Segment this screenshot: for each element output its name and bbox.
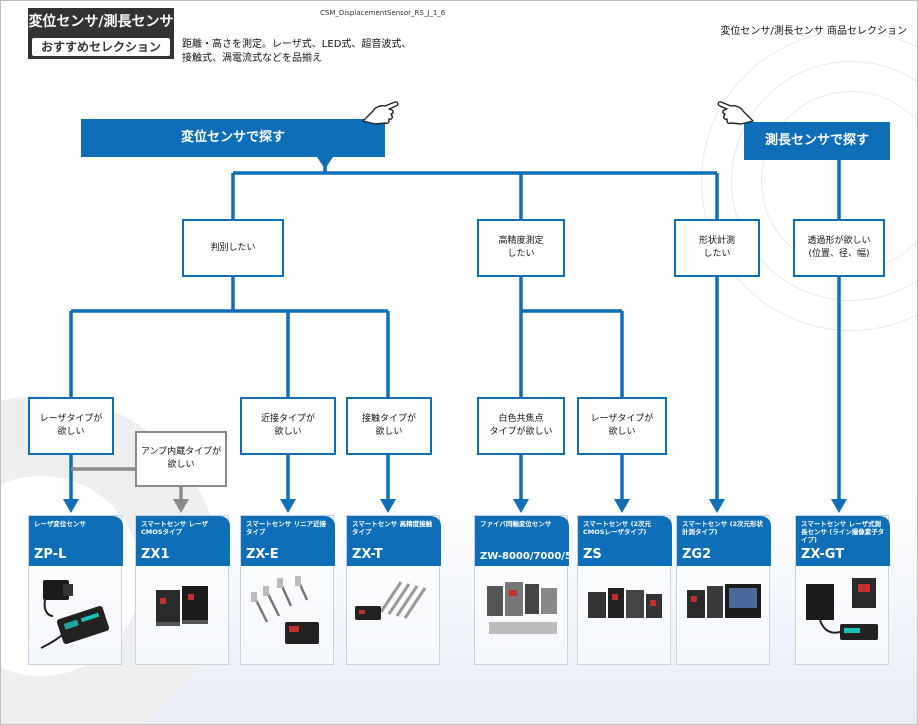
product-image [487,582,557,634]
card-header: スマートセンサ リニア近接タイプ ZX-E [241,516,335,566]
product-image [251,576,319,644]
node-label: アンプ内蔵タイプが [140,447,222,457]
product-card-zx-gt[interactable]: スマートセンサ レーザ式測長センサ (ライン撮像素子タイプ) ZX-GT [795,515,890,665]
product-image [40,580,110,649]
product-card-zx-e[interactable]: スマートセンサ リニア近接タイプ ZX-E [240,515,335,665]
product-category: スマートセンサ (2次元形状計測タイプ) [682,520,764,536]
node-label: したい [507,249,535,259]
product-card-zg2[interactable]: スマートセンサ (2次元形状計測タイプ) ZG2 [676,515,771,665]
product-card-zs[interactable]: スマートセンサ (2次元CMOSレーザタイプ) ZS [577,515,672,665]
node-proximity: 近接タイプが欲しい [240,397,336,455]
node-label: 欲しい [274,427,302,437]
intro-line: 接触式、渦電流式などを品揃え [182,53,322,64]
product-model: ZX-T [352,547,383,562]
product-card-zx-t[interactable]: スマートセンサ 高精度接触タイプ ZX-T [346,515,441,665]
node-shape-measurement: 形状計測したい [674,219,760,277]
node-white-confocal: 白色共焦点タイプが欲しい [477,397,565,455]
search-measuring-button[interactable]: 測長センサで探す [744,122,890,160]
product-category: スマートセンサ (2次元CMOSレーザタイプ) [583,520,652,536]
product-image [156,586,208,626]
product-category: スマートセンサ レーザ式測長センサ (ライン撮像素子タイプ) [801,520,885,544]
category-subtitle: おすすめセレクション [32,38,170,56]
node-laser-type: レーザタイプが欲しい [28,397,114,455]
product-model: ZX-GT [801,547,845,562]
node-contact: 接触タイプが欲しい [346,397,432,455]
node-discriminate: 判別したい [182,219,284,277]
node-label: 欲しい [57,427,85,437]
node-transmission: 透過形が欲しい (位置、径、幅) [793,219,885,277]
node-label: レーザタイプが [590,414,654,424]
node-label: レーザタイプが [39,414,103,424]
node-high-precision: 高精度測定したい [477,219,565,277]
card-header: レーザ変位センサ ZP-L [29,516,123,566]
node-label: したい [703,249,731,259]
product-model: ZS [583,547,602,562]
product-image [806,578,878,640]
product-card-zp-l[interactable]: レーザ変位センサ ZP-L [28,515,123,665]
product-model: ZW-8000/7000/5000 [480,551,593,562]
card-header: ファイバ同軸変位センサ ZW-8000/7000/5000 [475,516,593,566]
node-label: 判別したい [210,242,256,253]
node-label: 白色共焦点 [498,414,544,424]
node-label: 欲しい [608,427,636,437]
product-category: スマートセンサ レーザCMOSタイプ [141,520,208,536]
intro-text: 距離・高さを測定。レーザ式、LED式、超音波式、 接触式、渦電流式などを品揃え [182,38,442,66]
pointing-hand-icon [717,101,754,125]
product-model: ZX1 [141,547,170,562]
product-category: スマートセンサ リニア近接タイプ [246,520,327,536]
intro-line: 距離・高さを測定。レーザ式、LED式、超音波式、 [182,39,412,50]
node-label: 透過形が欲しい [807,236,871,246]
node-label: タイプが欲しい [489,427,553,437]
node-label: 欲しい [167,460,195,470]
pointing-hand-icon [362,101,399,125]
product-card-zx1[interactable]: スマートセンサ レーザCMOSタイプ ZX1 [135,515,230,665]
node-label: 近接タイプが [260,414,315,424]
product-image [687,584,761,618]
document-code: CSM_DisplacementSensor_RS_J_1_6 [320,9,446,17]
product-category: ファイバ同軸変位センサ [480,520,552,528]
product-model: ZX-E [246,547,279,562]
card-header: スマートセンサ (2次元CMOSレーザタイプ) ZS [578,516,672,566]
product-image [355,581,427,620]
category-title: 変位センサ/測長センサ [28,14,174,30]
card-header: スマートセンサ 高精度接触タイプ ZX-T [347,516,441,566]
category-tag: 変位センサ/測長センサ おすすめセレクション [28,8,174,59]
node-label: 形状計測 [698,236,735,246]
product-category: スマートセンサ 高精度接触タイプ [352,520,433,536]
product-model: ZG2 [682,547,712,562]
node-laser-type-2: レーザタイプが欲しい [577,397,667,455]
card-header: スマートセンサ レーザ式測長センサ (ライン撮像素子タイプ) ZX-GT [796,516,890,566]
product-card-zw[interactable]: ファイバ同軸変位センサ ZW-8000/7000/5000 [474,515,593,665]
node-label: (位置、径、幅) [808,249,870,259]
search-displacement-button[interactable]: 変位センサで探す [81,119,385,157]
card-header: スマートセンサ (2次元形状計測タイプ) ZG2 [677,516,771,566]
node-label: 接触タイプが [361,414,416,424]
product-category: レーザ変位センサ [34,520,86,528]
card-header: スマートセンサ レーザCMOSタイプ ZX1 [136,516,230,566]
node-label: 欲しい [375,427,403,437]
product-model: ZP-L [34,547,67,562]
node-amp-builtin: アンプ内蔵タイプが欲しい [135,431,227,487]
node-label: 高精度測定 [498,236,544,246]
page-title: 変位センサ/測長センサ 商品セレクション [720,26,907,37]
product-image [588,588,662,618]
